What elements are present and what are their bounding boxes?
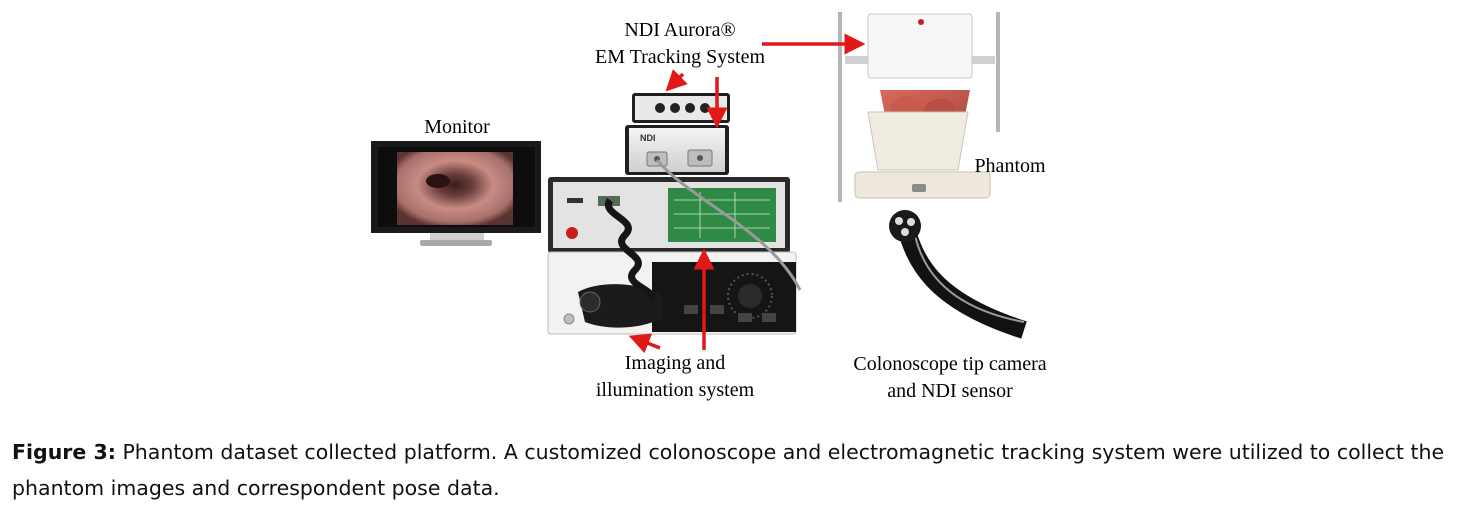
- processor-lower-unit: [547, 251, 797, 335]
- arrow-to-scope-handle: [628, 333, 661, 354]
- figure-illustration: NDI: [371, 12, 1027, 354]
- phantom-rig: [838, 12, 1000, 202]
- ndi-logo: NDI: [640, 133, 656, 143]
- ndi-aurora-sensor-interface: [632, 93, 730, 123]
- label-colonoscope-line2: and NDI sensor: [887, 380, 1013, 402]
- label-ndi-aurora-line1: NDI Aurora®: [624, 19, 736, 41]
- label-colonoscope-line1: Colonoscope tip camera: [853, 353, 1047, 375]
- label-phantom: Phantom: [974, 155, 1046, 177]
- caption-label: Figure 3:: [12, 440, 116, 464]
- ndi-aurora-control-unit: NDI: [625, 125, 729, 175]
- processor-upper-unit: [548, 177, 790, 253]
- colonoscope-tip: [889, 210, 1027, 339]
- label-imaging-line1: Imaging and: [624, 352, 726, 374]
- annotation-arrows: [628, 33, 866, 354]
- figure-caption: Figure 3: Phantom dataset collected plat…: [12, 434, 1452, 506]
- arrow-to-sensor-interface: [665, 69, 688, 92]
- label-imaging-line2: illumination system: [595, 379, 755, 401]
- green-connector-panel: [668, 188, 776, 242]
- label-imaging-system: Imaging and illumination system: [555, 350, 795, 404]
- label-colonoscope: Colonoscope tip camera and NDI sensor: [810, 351, 1090, 405]
- label-ndi-aurora: NDI Aurora® EM Tracking System: [560, 17, 800, 71]
- label-ndi-aurora-line2: EM Tracking System: [594, 46, 766, 68]
- monitor-device: [371, 141, 541, 246]
- caption-text: Phantom dataset collected platform. A cu…: [12, 440, 1445, 500]
- label-monitor: Monitor: [424, 116, 490, 138]
